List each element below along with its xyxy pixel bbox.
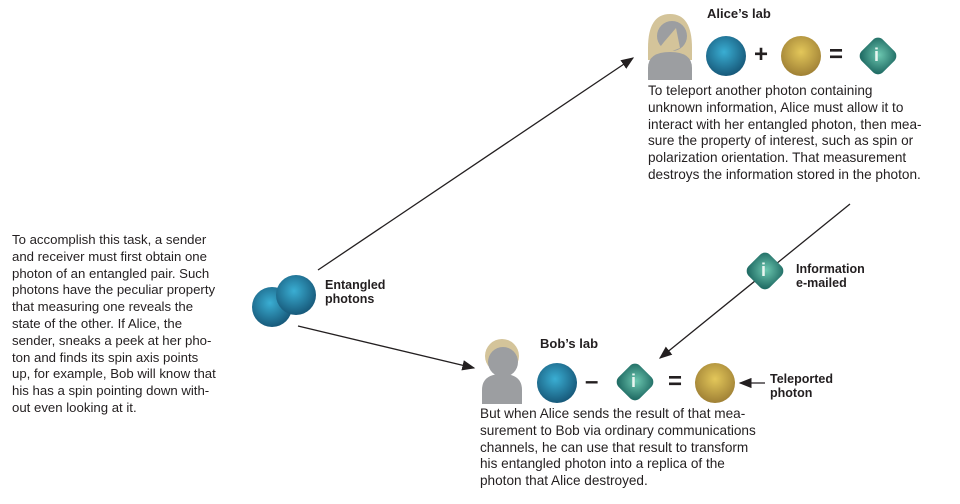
bob-text: But when Alice sends the result of that …: [480, 406, 756, 490]
text-line: his has a spin pointing down with-: [12, 383, 210, 399]
text-line: unknown information, Alice must allow it…: [648, 99, 904, 115]
text-line: photon of an entangled pair. Such: [12, 265, 210, 281]
label-line: photons: [325, 292, 375, 306]
information-emailed-label: Information e-mailed: [796, 262, 865, 290]
text-line: his entangled photon into a replica of t…: [480, 456, 725, 472]
label-line: Entangled: [325, 278, 386, 292]
entangled-photons-label: Entangled photons: [325, 278, 385, 306]
entangled-photon-2: [276, 275, 316, 315]
alice-unknown-photon: [781, 36, 821, 76]
info-glyph: i: [874, 45, 880, 65]
plus-sign: +: [754, 41, 769, 68]
bob-entangled-photon: [537, 363, 577, 403]
label-line: Information: [796, 262, 865, 276]
label-line: photon: [770, 386, 813, 400]
text-line: sender, sneaks a peek at her pho-: [12, 332, 212, 348]
text-line: To teleport another photon containing: [648, 83, 873, 98]
text-line: interact with her entangled photon, then…: [648, 116, 922, 132]
text-line: sure the property of interest, such as s…: [648, 133, 914, 149]
alice-info-diamond-icon: [859, 37, 897, 75]
arrow-to-bob: [297, 325, 476, 371]
text-line: photons have the peculiar property: [12, 282, 216, 298]
email-info-diamond-icon: [746, 252, 784, 290]
equals-sign: =: [668, 368, 683, 395]
teleported-photon-label: Teleported photon: [770, 372, 833, 400]
alice-entangled-photon: [706, 36, 746, 76]
equals-sign: =: [829, 41, 844, 68]
text-line: state of the other. If Alice, the: [12, 315, 183, 331]
intro-text: To accomplish this task, a sender and re…: [12, 232, 216, 417]
alice-lab-title: Alice’s lab: [707, 6, 771, 21]
text-line: polarization orientation. That measureme…: [648, 150, 907, 166]
info-glyph: i: [631, 371, 637, 391]
text-line: and receiver must first obtain one: [12, 248, 207, 264]
label-line: Teleported: [770, 372, 833, 386]
teleported-photon: [695, 363, 735, 403]
text-line: that measuring one reveals the: [12, 299, 194, 315]
text-line: out even looking at it.: [12, 399, 137, 415]
text-line: channels, he can use that result to tran…: [480, 439, 749, 455]
text-line: To accomplish this task, a sender: [12, 232, 207, 247]
arrow-to-alice: [317, 57, 635, 271]
info-glyph: i: [761, 260, 767, 280]
minus-sign: –: [585, 368, 599, 395]
alice-person-icon: [648, 14, 692, 80]
bob-info-diamond-icon: [616, 363, 654, 401]
bob-lab-title: Bob’s lab: [540, 336, 599, 351]
text-line: But when Alice sends the result of that …: [480, 406, 746, 421]
label-line: e-mailed: [796, 276, 847, 290]
alice-text: To teleport another photon containing un…: [648, 83, 922, 184]
text-line: photon that Alice destroyed.: [480, 473, 648, 489]
text-line: up, for example, Bob will know that: [12, 366, 216, 382]
text-line: surement to Bob via ordinary communicati…: [480, 422, 756, 438]
text-line: ton and finds its spin axis points: [12, 349, 199, 365]
text-line: destroys the information stored in the p…: [648, 166, 921, 182]
bob-person-icon: [482, 339, 522, 404]
